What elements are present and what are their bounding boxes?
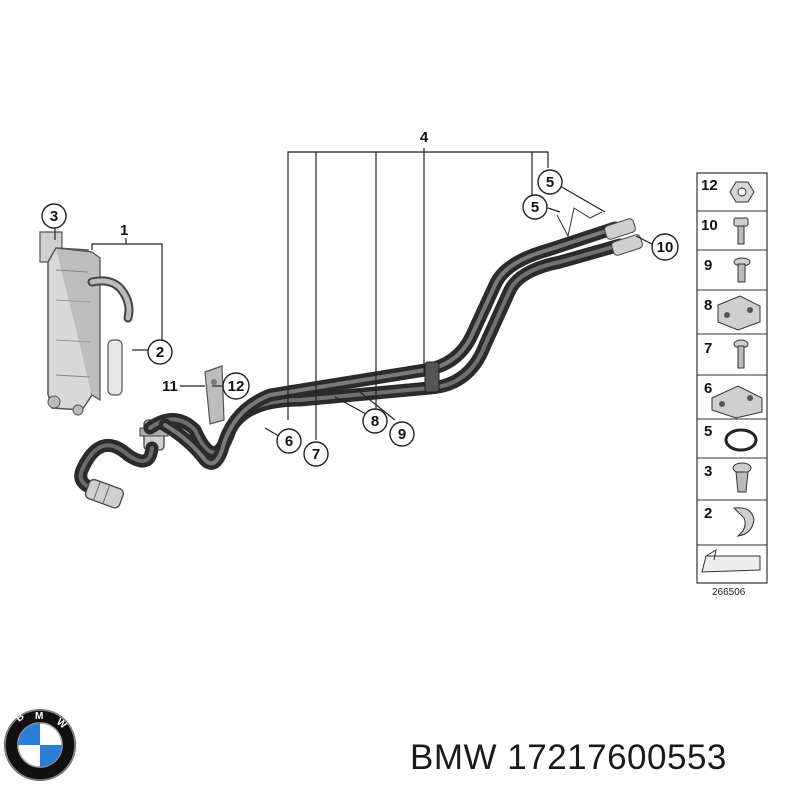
callout-12-label: 12 — [228, 378, 245, 395]
callout-5b: 5 — [522, 194, 548, 220]
callout-2: 2 — [147, 339, 173, 365]
legend-2-label: 2 — [704, 505, 712, 522]
legend-10-label: 10 — [701, 217, 718, 234]
callout-6-label: 6 — [285, 433, 293, 450]
part-number-label: BMW 17217600553 — [410, 738, 727, 777]
arrow-icon — [701, 548, 761, 573]
callout-7: 7 — [303, 441, 329, 467]
callout-5a-label: 5 — [546, 174, 554, 191]
legend-9-label: 9 — [704, 257, 712, 274]
o-ring-icon — [724, 428, 758, 452]
legend-12-label: 12 — [701, 177, 718, 194]
callout-4: 4 — [420, 129, 429, 146]
callout-5b-label: 5 — [531, 199, 539, 216]
callout-10-label: 10 — [657, 239, 674, 256]
callout-9: 9 — [389, 421, 415, 447]
clip-icon — [711, 385, 763, 419]
callout-1-label: 1 — [120, 222, 128, 239]
legend-3-label: 3 — [704, 463, 712, 480]
legend-5-label: 5 — [704, 423, 712, 440]
legend-8-label: 8 — [704, 297, 712, 314]
callout-12: 12 — [222, 372, 250, 400]
callout-11-label: 11 — [162, 378, 178, 395]
callout-7-label: 7 — [312, 446, 320, 463]
bracket-part — [204, 365, 225, 425]
screw-icon — [733, 257, 751, 283]
legend-6-label: 6 — [704, 380, 712, 397]
callout-5a: 5 — [537, 169, 563, 195]
callout-3-label: 3 — [50, 208, 58, 225]
callout-4-label: 4 — [420, 129, 429, 146]
callout-10: 10 — [651, 233, 679, 261]
oil-cooler-assembly — [39, 231, 134, 416]
callout-9-label: 9 — [398, 426, 406, 443]
legend-7-label: 7 — [704, 340, 712, 357]
clip-icon — [717, 295, 761, 331]
bolt-icon — [733, 217, 749, 245]
callout-3: 3 — [41, 203, 67, 229]
callout-6: 6 — [276, 428, 302, 454]
callout-8-label: 8 — [371, 413, 379, 430]
oil-cooler-lines — [74, 218, 643, 509]
seal-indicator — [556, 207, 603, 238]
parts-legend: 12 10 9 8 7 6 5 3 2 — [696, 172, 768, 598]
expanding-rivet-icon — [732, 462, 752, 493]
hose-clamp-icon — [732, 507, 755, 537]
callout-1: 1 — [120, 222, 128, 239]
diagram-code: 266506 — [712, 587, 746, 598]
bolt-icon — [733, 339, 749, 369]
bmw-logo: B M W — [4, 709, 76, 781]
callout-8: 8 — [362, 408, 388, 434]
callout-11: 11 — [162, 378, 178, 395]
callout-2-label: 2 — [156, 344, 164, 361]
leader-lines — [54, 148, 653, 440]
svg-text:M: M — [35, 711, 43, 722]
